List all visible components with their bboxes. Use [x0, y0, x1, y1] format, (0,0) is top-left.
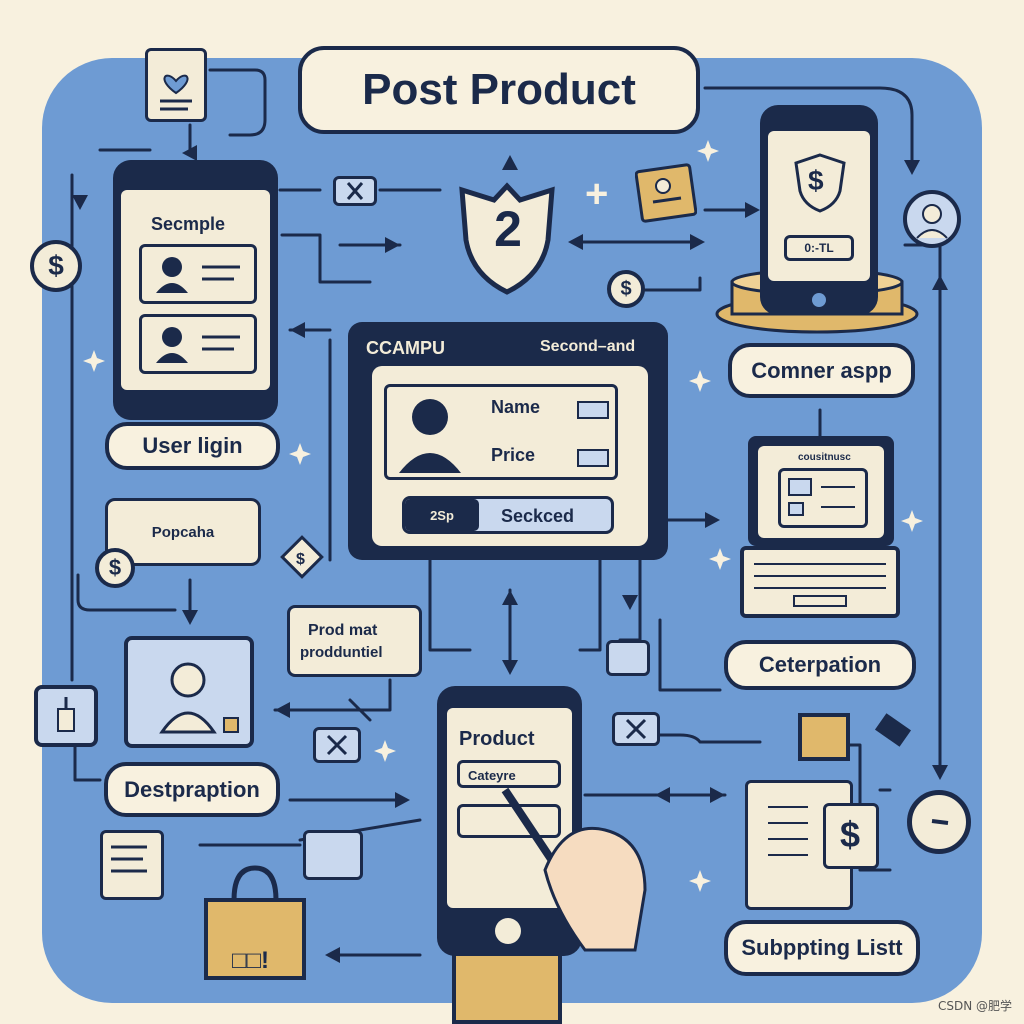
panel-brand: CCAMPU — [366, 338, 445, 358]
home-button[interactable] — [495, 918, 521, 944]
download-icon[interactable] — [606, 640, 650, 676]
left-monitor — [124, 636, 254, 748]
note-icon — [100, 830, 164, 900]
user-avatar-icon — [916, 204, 948, 239]
laptop-keyboard — [740, 546, 900, 618]
popcaha-card: Popcaha — [105, 498, 261, 566]
status-toggle[interactable]: 2Sp Seckced — [402, 496, 614, 534]
svg-text:$: $ — [296, 551, 305, 568]
dollar-coin-icon: $ — [607, 270, 645, 308]
note-icon — [798, 713, 850, 761]
heart-note-card — [145, 48, 207, 122]
close-icon[interactable] — [333, 176, 377, 206]
plus-icon: + — [585, 172, 609, 216]
user-card-2[interactable] — [139, 314, 257, 374]
category-field[interactable]: Cateyre — [457, 760, 561, 788]
right-phone: $ 0:-TL — [760, 105, 878, 315]
comer-app-label: Comner aspp — [728, 343, 915, 398]
user-silhouette-icon — [399, 399, 461, 473]
product-heading: Product — [459, 728, 535, 750]
subppting-list-label: Subppting Listt — [724, 920, 920, 976]
toggle-left[interactable]: 2Sp — [405, 499, 479, 531]
panel-mode: Second–and — [540, 338, 636, 355]
laptop-screen: cousitnusc — [748, 436, 894, 546]
field-name-label: Name — [491, 397, 541, 417]
home-button[interactable] — [812, 293, 826, 307]
profile-avatar[interactable] — [903, 190, 961, 248]
user-avatar-icon — [156, 257, 240, 293]
laptop-window — [778, 468, 868, 528]
prod-mat-card: Prod mat prodduntiel — [287, 605, 422, 677]
price-input[interactable] — [577, 449, 609, 467]
tablet-heading: Secmple — [151, 214, 226, 234]
photo-card-icon — [303, 830, 363, 880]
options-row[interactable] — [457, 804, 561, 838]
name-input[interactable] — [577, 401, 609, 419]
field-price-label: Price — [491, 445, 536, 465]
dollar-tag-icon: $ — [823, 803, 879, 869]
hand-with-pen-icon — [501, 787, 647, 952]
shopping-bag-icon: □□! — [204, 865, 306, 980]
ceterpation-label: Ceterpation — [724, 640, 916, 690]
user-login-label: User ligin — [105, 422, 280, 470]
dollar-tag-icon: $ — [280, 535, 324, 579]
destpraption-label: Destpraption — [104, 762, 280, 817]
phone-screen: $ 0:-TL — [768, 131, 870, 281]
svg-text:□□!: □□! — [232, 947, 269, 974]
shield-badge-icon — [459, 182, 555, 295]
center-panel: CCAMPU Second–and Name Price 2Sp Seckced — [348, 322, 668, 560]
phone-readout: 0:-TL — [784, 235, 854, 261]
dollar-shield-icon — [794, 153, 846, 213]
produntiel-label: prodduntiel — [300, 644, 383, 661]
laptop-display: cousitnusc — [758, 446, 884, 538]
laptop-heading: cousitnusc — [798, 452, 851, 463]
user-card-1[interactable] — [139, 244, 257, 304]
dollar-coin-icon: $ — [95, 548, 135, 588]
clock-icon — [907, 790, 971, 854]
dollar-coin-icon: $ — [30, 240, 82, 292]
dollar-sign: $ — [808, 165, 824, 196]
left-tablet: Secmple — [113, 160, 278, 420]
watermark: CSDN @肥学 — [937, 999, 1012, 1013]
product-form-card: Name Price — [384, 384, 618, 480]
user-avatar-icon — [159, 662, 239, 734]
user-avatar-icon — [156, 327, 240, 363]
close-icon[interactable] — [612, 712, 660, 746]
badge-number: 2 — [494, 201, 522, 257]
panel-form: Name Price 2Sp Seckced — [372, 366, 648, 546]
tablet-screen: Secmple — [121, 190, 270, 390]
toggle-right[interactable]: Seckced — [501, 506, 575, 526]
page-title: Post Product — [298, 46, 700, 134]
dollar-sign: $ — [840, 814, 861, 855]
category-label: Cateyre — [468, 768, 516, 783]
thumbs-up-icon[interactable] — [34, 685, 98, 747]
heart-icon — [160, 74, 192, 111]
prod-mat-label: Prod mat — [308, 622, 378, 639]
note-folder-icon — [635, 163, 697, 223]
close-icon[interactable] — [313, 727, 361, 763]
